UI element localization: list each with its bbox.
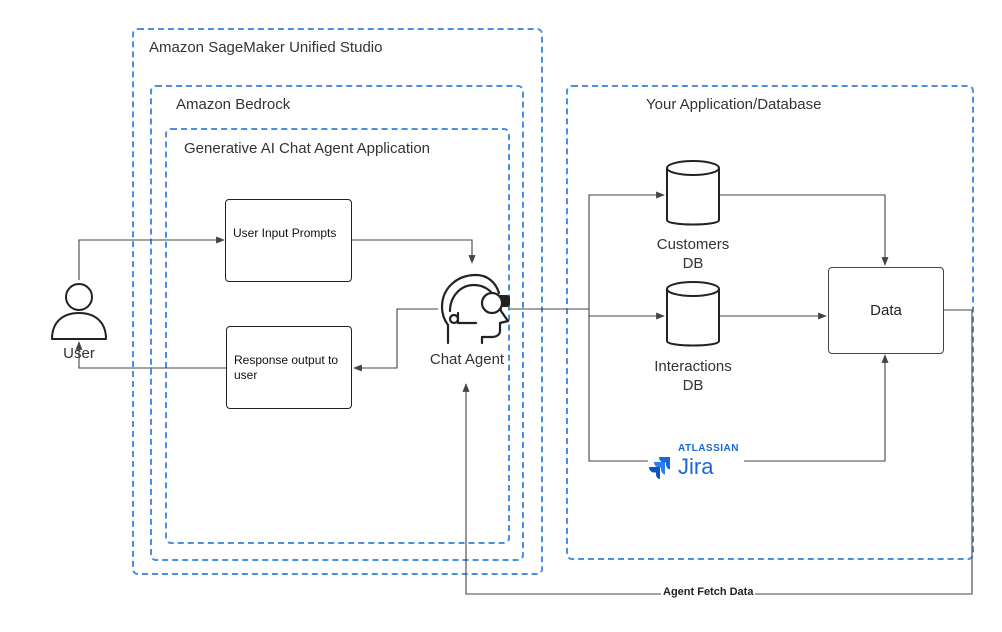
customers-db-label-line2: DB [682,255,704,272]
customers-db-icon [666,160,720,226]
jira-icon [649,457,670,479]
region-genai-app [165,128,510,544]
interactions-db-label: Interactions DB [638,357,748,395]
data-box: Data [828,267,944,354]
edge-agent-to-interactions [588,309,665,320]
user-input-prompts-label: User Input Prompts [233,226,337,240]
jira-logo: ATLASSIAN Jira [646,443,746,483]
edge-agent-to-response [353,308,438,372]
edge-agent-to-jira [588,316,648,462]
customers-db-label: Customers DB [638,235,748,273]
edge-data-to-agent [462,309,973,595]
customers-db-label-line1: Customers [656,236,730,253]
region-bedrock [150,85,524,561]
interactions-db-label-line2: DB [682,377,704,394]
user-label: User [63,345,95,362]
response-output-label: Response output to user [234,353,339,382]
response-output-box: Response output to user [226,326,352,409]
interactions-db-label-line1: Interactions [654,358,732,375]
region-sagemaker-label: Amazon SageMaker Unified Studio [149,39,383,56]
region-sagemaker-studio [132,28,543,575]
region-genai-app-label: Generative AI Chat Agent Application [184,140,430,157]
chat-agent-headset-icon [440,273,510,345]
region-your-application-label: Your Application/Database [646,96,822,113]
edge-jira-to-data [744,354,889,462]
edge-agent-to-customers [588,191,665,309]
user-input-prompts-box: User Input Prompts [225,199,352,282]
edge-response-to-user [75,341,226,369]
edge-customers-to-data [720,194,889,266]
region-bedrock-label: Amazon Bedrock [176,96,291,113]
region-your-application [566,85,974,560]
edge-input-to-agent [352,239,476,264]
jira-atlassian-wordmark: ATLASSIAN [678,443,739,454]
interactions-db-icon [666,281,720,347]
user-icon [51,283,107,340]
data-label: Data [870,302,902,319]
jira-wordmark: Jira [678,454,714,479]
edge-user-to-input [78,236,225,280]
agent-fetch-data-label: Agent Fetch Data [661,586,756,598]
chat-agent-label: Chat Agent [429,351,505,368]
